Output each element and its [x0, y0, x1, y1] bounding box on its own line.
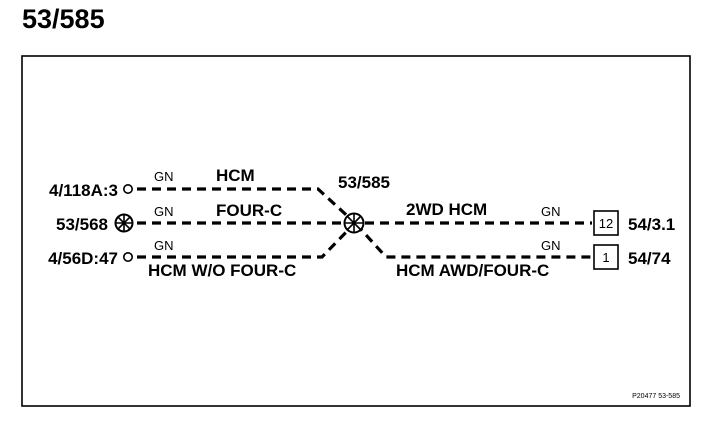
- terminal-open-top: [123, 184, 134, 195]
- source-label-bottom: 4/56D:47: [48, 249, 118, 268]
- connector-symbol-icon: [114, 213, 134, 233]
- wire-color-middle: GN: [154, 204, 174, 219]
- dest-label-bottom: 54/74: [628, 249, 671, 268]
- pin-number-top: 12: [599, 216, 613, 231]
- wire-name-right-bottom: HCM AWD/FOUR-C: [396, 261, 549, 280]
- terminal-open-bottom: [123, 252, 134, 263]
- source-label-top: 4/118A:3: [49, 181, 118, 200]
- wire-color-bottom: GN: [154, 238, 174, 253]
- pin-box-top: [593, 210, 619, 236]
- wire-name-bottom: HCM W/O FOUR-C: [148, 261, 296, 280]
- source-label-middle: 53/568: [56, 215, 108, 234]
- page-title: 53/585: [22, 4, 105, 34]
- wire-name-right-top: 2WD HCM: [406, 200, 487, 219]
- splice-icon: [343, 212, 365, 234]
- dest-label-top: 54/3.1: [628, 215, 675, 234]
- diagram-border: [21, 55, 691, 407]
- wire-name-middle: FOUR-C: [216, 201, 282, 220]
- wire-bottom: [137, 222, 356, 259]
- wire-right-bottom: [354, 222, 592, 259]
- wire-name-top: HCM: [216, 166, 255, 185]
- wire-top: [137, 187, 356, 224]
- splice-label: 53/585: [338, 173, 390, 192]
- figure-reference: P20477 53-585: [632, 393, 680, 400]
- wire-color-right-bottom: GN: [541, 238, 561, 253]
- wire-color-right-top: GN: [541, 204, 561, 219]
- pin-box-bottom: [593, 244, 619, 270]
- wire-color-top: GN: [154, 169, 174, 184]
- pin-number-bottom: 1: [602, 250, 609, 265]
